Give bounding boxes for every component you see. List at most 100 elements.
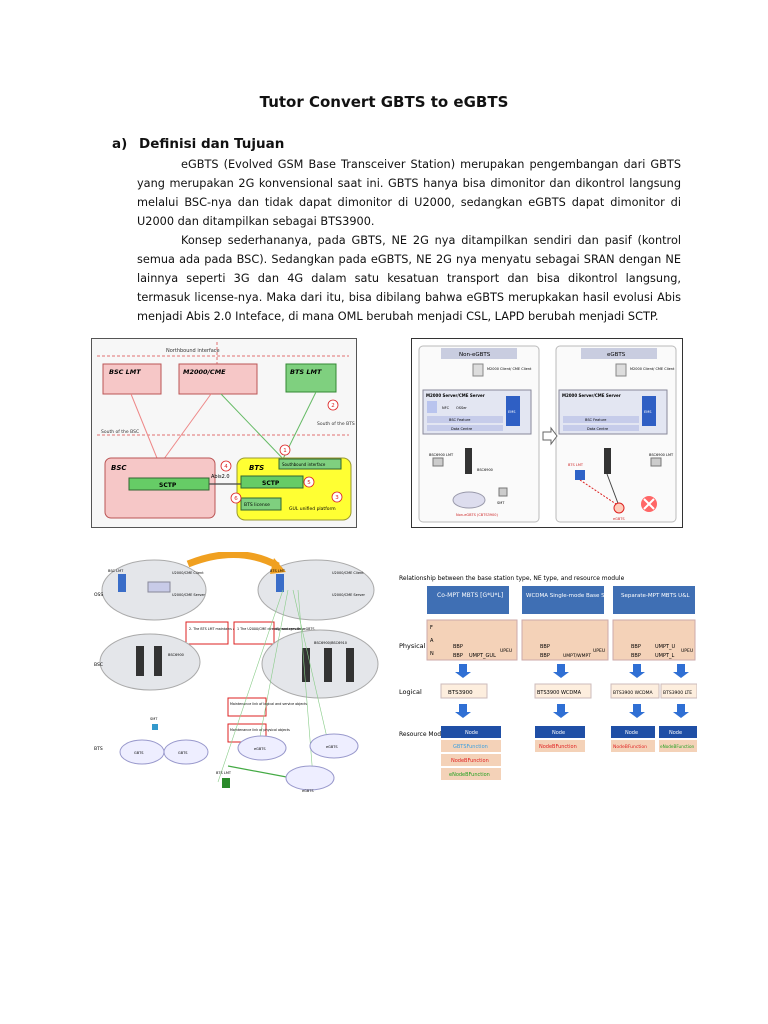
note-u2000: 1 The U2000/CME directly manages the eGB… [237, 627, 316, 631]
sctp-bsc: SCTP [159, 482, 177, 489]
bsc-lmt-box: BSC LMT [109, 368, 141, 376]
paragraph-1: eGBTS (Evolved GSM Base Transceiver Stat… [137, 155, 681, 231]
bsc-feature-right: BSC Feature [585, 418, 606, 422]
marker-4: 4 [224, 464, 228, 470]
col-co-mpt: Co-MPT MBTS [G*U*L] [437, 592, 503, 599]
bsc-lmt-label: BSC LMT [108, 569, 124, 573]
col-wcdma: WCDMA Single-mode Base Station [526, 593, 621, 599]
bts-level-label: BTS [94, 746, 103, 752]
logical-bts3900-wcdma-2: BTS3900 WCDMA [613, 690, 654, 696]
arrow-right-icon [542, 426, 558, 446]
egbts-site-3: eGBTS [302, 789, 314, 793]
u2000-server-right: U2000/CME Server [332, 593, 365, 597]
ems-right: EMS [644, 410, 652, 414]
upgrade-arrowhead-icon [270, 558, 286, 574]
f-label: F [430, 625, 433, 631]
figure-abis-architecture: Northbound interface BSC LMT M2000/CME B… [91, 338, 357, 528]
bsc-box: BSC [111, 464, 127, 472]
northbound-label: Northbound interface [166, 348, 220, 354]
ems-left: EMS [508, 410, 516, 414]
data-centre-right: Data Centre [587, 427, 608, 431]
bsc-lmt-left: BSC6900 LMT [429, 453, 454, 457]
non-egbts-header: Non-eGBTS [459, 352, 491, 358]
box-logical-link: Maintenance link of logical and service … [230, 702, 307, 706]
data-centre-left: Data Centre [451, 427, 472, 431]
gbts-function: GBTSFunction [453, 744, 488, 750]
server-left: M2000 Server/CME Server [426, 393, 485, 398]
enodeb-function-2: eNodeBFunction [660, 744, 695, 749]
no-connection-icon [641, 496, 657, 512]
row-resource-model: Resource Model [399, 731, 447, 738]
smt-left: SMT [150, 717, 158, 721]
bsc-level-label: BSC [94, 662, 103, 668]
upeu-1: UPEU [500, 648, 512, 654]
bsc-lmt-right: BSC6900 LMT [649, 453, 674, 457]
gbts-site-2: GBTS [178, 751, 188, 755]
u2000-server-left: U2000/CME Server [172, 593, 205, 597]
south-bsc-label: South of the BSC [101, 429, 139, 435]
section-heading: a) Definisi dan Tujuan [112, 136, 284, 152]
bsc6900-left: BSC6900 [477, 468, 493, 472]
bts-lmt-box: BTS LMT [290, 368, 322, 376]
figure-non-egbts-vs-egbts: Non-eGBTS eGBTS M2000 Client/ CME Client… [411, 338, 683, 528]
nodeb-function-3: NodeBFunction [613, 744, 647, 750]
license-box: BTS license [244, 502, 270, 508]
egbts-site-2: eGBTS [326, 745, 338, 749]
logical-bts3900-wcdma: BTS3900 WCDMA [537, 690, 582, 696]
bbp-6: BBP [631, 653, 641, 659]
egbts-header: eGBTS [607, 352, 626, 358]
nodeb-function-1: NodeBFunction [451, 758, 489, 764]
south-bts-label: South of the BTS [317, 421, 355, 427]
marker-1: 1 [283, 448, 287, 454]
figure-network-management: OSS BSC LMT U2000/CME Client U2000/CME S… [94, 552, 379, 793]
bts-lmt-top: BTS LMT [270, 569, 286, 573]
row-logical: Logical [399, 688, 422, 696]
col-separate-mpt: Separate-MPT MBTS U&L [621, 593, 690, 599]
umpt-u: UMPT_U [655, 644, 676, 650]
smt-label: SMT [497, 501, 505, 505]
bsc6900-label: BSC6900 [168, 653, 184, 657]
bbp-2: BBP [453, 653, 463, 659]
enodeb-function-1: eNodeBFunction [449, 772, 490, 778]
bts-box: BTS [249, 464, 264, 472]
client-right: M2000 Client/ CME Client [630, 367, 675, 371]
section-title: Definisi dan Tujuan [139, 136, 285, 152]
upeu-2: UPEU [593, 648, 605, 654]
paragraph-2-text: Konsep sederhananya, pada GBTS, NE 2G ny… [137, 234, 681, 323]
bbp-1: BBP [453, 644, 463, 650]
umpt-l: UMPT_L [655, 653, 675, 659]
egbts-site: eGBTS [613, 517, 625, 521]
a-label: A [430, 638, 434, 644]
document-title: Tutor Convert GBTS to eGBTS [259, 93, 509, 111]
paragraph-2: Konsep sederhananya, pada GBTS, NE 2G ny… [137, 231, 681, 326]
non-egbts-site: Non-eGBTS (CBTS3900) [456, 513, 498, 517]
marker-3: 3 [335, 495, 339, 501]
nfc-left: NFC [442, 406, 450, 410]
bsc6910-label: BSC6900/BSC6910 [314, 641, 347, 645]
logical-bts3900-lte: BTS3900 LTE [663, 690, 692, 696]
u2000-client-left: U2000/CME Client [172, 571, 204, 575]
umpt-gul: UMPT_GUL [469, 653, 496, 659]
gbts-site-1: GBTS [134, 751, 144, 755]
server-right: M2000 Server/CME Server [562, 393, 621, 398]
bbp-5: BBP [631, 644, 641, 650]
upgrade-arrow-icon [186, 552, 280, 570]
client-left: M2000 Client/ CME Client [487, 367, 532, 371]
figure-resource-model: Relationship between the base station ty… [399, 575, 697, 780]
bbp-4: BBP [540, 653, 550, 659]
platform-label: GUL unified platform [289, 506, 336, 512]
umpt-wmpt: UMPT/WMPT [563, 653, 591, 659]
nodeb-function-2: NodeBFunction [539, 744, 577, 750]
bts-lmt-right: BTS LMT [568, 463, 584, 467]
marker-5: 5 [307, 480, 311, 486]
southbound-label: Southbound interface [282, 462, 326, 467]
n-label: N [430, 651, 434, 657]
m2000-box: M2000/CME [183, 368, 226, 376]
bbp-3: BBP [540, 644, 550, 650]
node-4: Node [669, 730, 682, 736]
section-label: a) [112, 136, 128, 152]
bsc-feature-left: BSC Feature [449, 418, 470, 422]
node-2: Node [552, 730, 565, 736]
egbts-site-1: eGBTS [254, 747, 266, 751]
